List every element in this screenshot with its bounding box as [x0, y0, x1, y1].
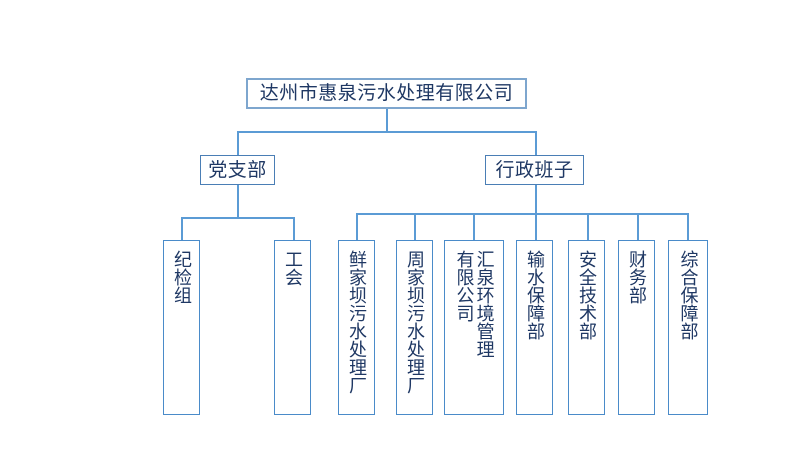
- org-node-discipline-inspection[interactable]: 纪检组: [163, 240, 200, 415]
- org-node-general-support-dept[interactable]: 综合保障部: [668, 240, 708, 415]
- org-node-labor-union-label: 工会: [283, 250, 304, 286]
- org-node-admin-team[interactable]: 行政班子: [485, 155, 584, 185]
- vertical-text-wrap: 周家坝污水处理厂: [405, 250, 426, 414]
- connector-admin-stem: [535, 185, 537, 213]
- org-node-discipline-inspection-label: 纪检组: [172, 250, 193, 304]
- org-node-general-support-dept-label: 综合保障部: [678, 250, 699, 340]
- connector-admin-drop-5: [587, 213, 589, 240]
- connector-admin-drop-4: [535, 213, 537, 240]
- org-node-party-branch[interactable]: 党支部: [200, 155, 275, 185]
- connector-admin-drop-1: [356, 213, 358, 240]
- org-node-zhoujiaba-plant-label: 周家坝污水处理厂: [405, 250, 426, 394]
- org-node-party-branch-label: 党支部: [208, 159, 267, 181]
- org-node-huiquan-environment[interactable]: 汇泉环境管理 有限公司: [444, 240, 504, 415]
- connector-drop-admin: [535, 131, 537, 155]
- connector-party-drop-2: [293, 217, 295, 240]
- org-node-finance-dept[interactable]: 财务部: [618, 240, 655, 415]
- connector-party-stem: [237, 185, 239, 217]
- org-node-huiquan-environment-label-col2: 有限公司: [454, 250, 475, 322]
- vertical-text-wrap: 鲜家坝污水处理厂: [347, 250, 368, 414]
- org-node-labor-union[interactable]: 工会: [274, 240, 311, 415]
- connector-party-drop-1: [181, 217, 183, 240]
- vertical-text-wrap: 工会: [283, 250, 304, 414]
- org-node-finance-dept-label: 财务部: [627, 250, 648, 304]
- connector-admin-bus: [356, 213, 687, 215]
- org-node-safety-technology-dept[interactable]: 安全技术部: [568, 240, 605, 415]
- org-node-safety-technology-dept-label: 安全技术部: [577, 250, 598, 340]
- vertical-text-wrap: 纪检组: [172, 250, 193, 414]
- connector-party-bus: [181, 217, 294, 219]
- org-node-admin-team-label: 行政班子: [495, 159, 574, 181]
- org-node-root[interactable]: 达州市惠泉污水处理有限公司: [246, 78, 527, 109]
- org-node-huiquan-environment-label-col1: 汇泉环境管理: [474, 250, 495, 358]
- org-node-zhoujiaba-plant[interactable]: 周家坝污水处理厂: [396, 240, 433, 415]
- vertical-text-wrap: 财务部: [627, 250, 648, 414]
- vertical-text-wrap: 综合保障部: [678, 250, 699, 414]
- org-node-water-transmission-dept-label: 输水保障部: [525, 250, 546, 340]
- org-node-root-label: 达州市惠泉污水处理有限公司: [259, 83, 514, 104]
- connector-admin-drop-2: [414, 213, 416, 240]
- vertical-text-wrap: 安全技术部: [577, 250, 598, 414]
- connector-admin-drop-6: [637, 213, 639, 240]
- vertical-text-wrap: 汇泉环境管理 有限公司: [454, 250, 495, 414]
- connector-drop-party: [237, 131, 239, 155]
- connector-admin-drop-7: [687, 213, 689, 240]
- org-node-water-transmission-dept[interactable]: 输水保障部: [516, 240, 553, 415]
- org-node-xianjiaba-plant[interactable]: 鲜家坝污水处理厂: [338, 240, 375, 415]
- org-node-xianjiaba-plant-label: 鲜家坝污水处理厂: [347, 250, 368, 394]
- connector-root-stem: [386, 109, 388, 131]
- vertical-text-wrap: 输水保障部: [525, 250, 546, 414]
- connector-admin-drop-3: [473, 213, 475, 240]
- connector-level2-bus: [237, 131, 536, 133]
